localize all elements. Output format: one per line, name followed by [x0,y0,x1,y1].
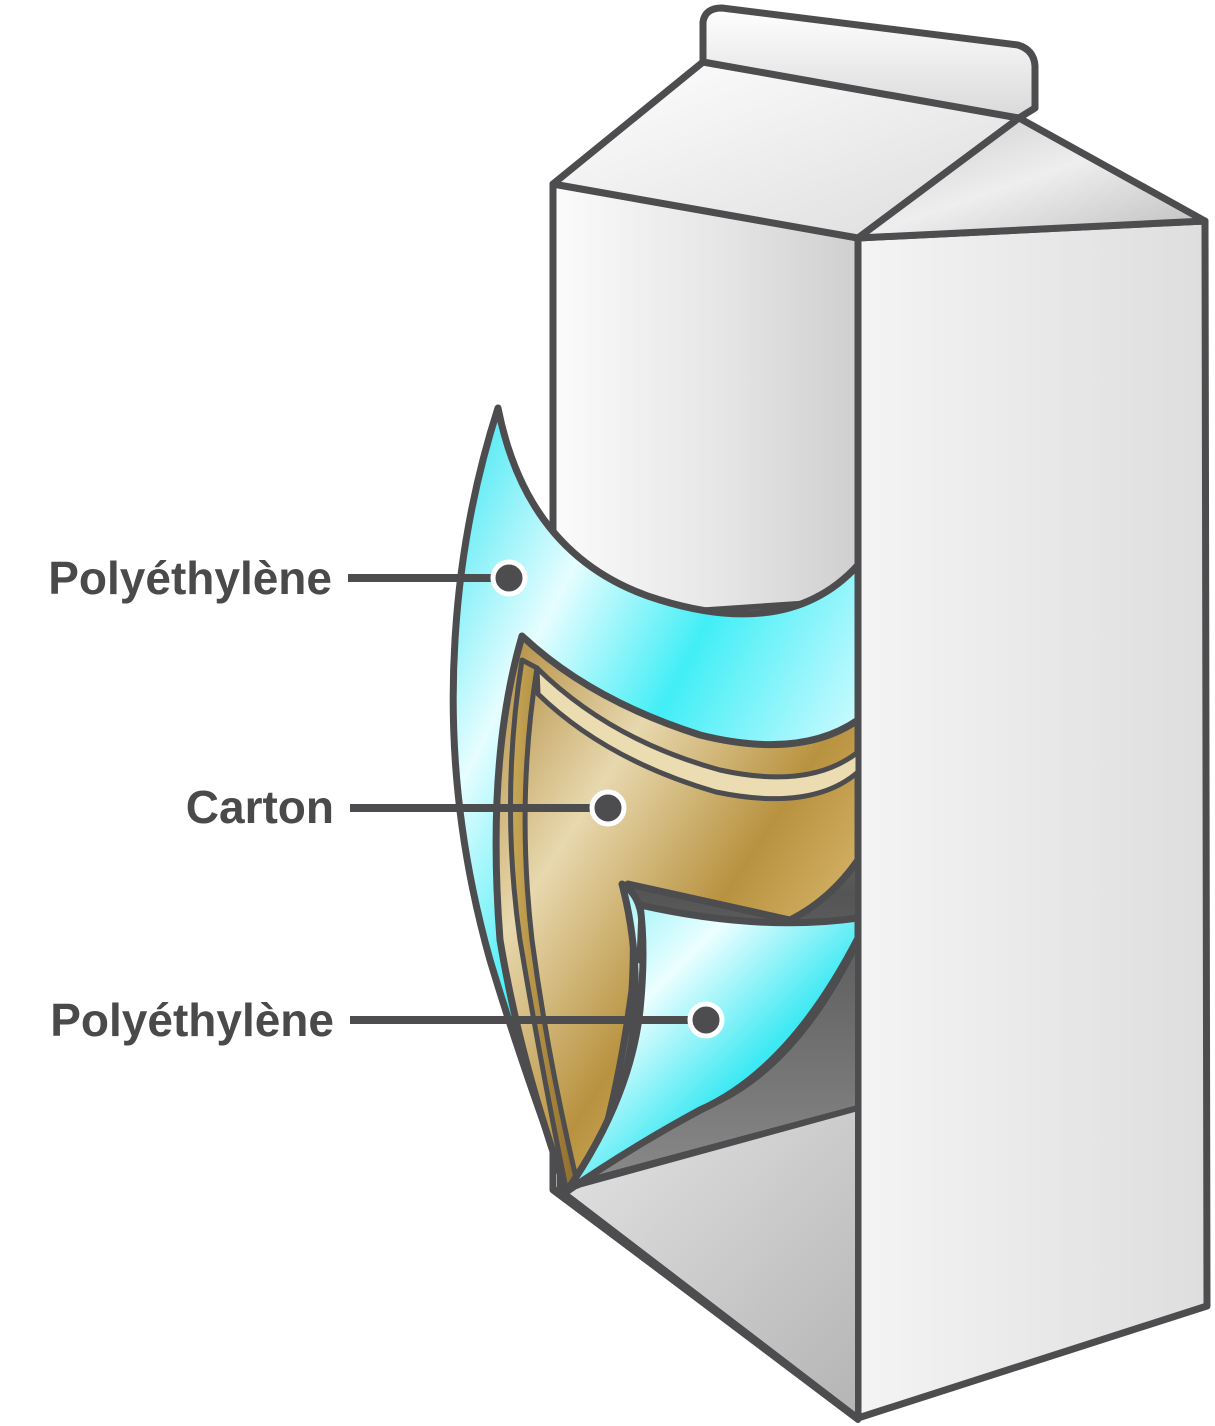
callout-middle-label: Carton [186,781,334,833]
callout-bottom-label: Polyéthylène [50,994,334,1046]
callout-middle: Carton [186,781,627,833]
callout-bottom: Polyéthylène [50,994,725,1046]
cutaway-inner-left-wall [550,1187,861,1423]
callout-top: Polyéthylène [48,552,528,604]
callout-top-dot [490,559,528,597]
layer-polyethylene-bottom-flap [562,901,862,1196]
callout-bottom-dot [687,1001,725,1039]
callout-middle-dot [589,789,627,827]
carton-right-face [854,217,1211,1422]
carton-roof-right [854,114,1209,242]
carton-edge-band [534,665,861,802]
carton-crest [699,4,1039,122]
callout-top-label: Polyéthylène [48,552,332,604]
